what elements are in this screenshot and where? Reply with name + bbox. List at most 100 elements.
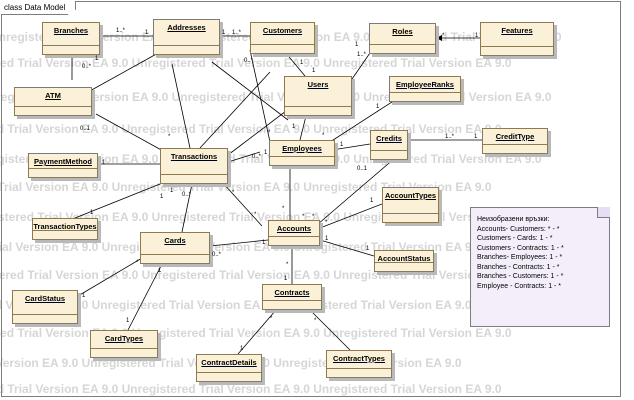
class-transactions[interactable]: Transactions (160, 148, 228, 184)
class-employeeranks[interactable]: EmployeeRanks (389, 76, 461, 102)
multiplicity-label: 0..1 (357, 166, 368, 172)
class-credits[interactable]: Credits (370, 130, 408, 160)
multiplicity-label: 1..* (232, 30, 242, 36)
class-label: AccountStatus (377, 254, 431, 263)
class-paymentmethod[interactable]: PaymentMethod (28, 153, 98, 178)
class-label: ContractDetails (201, 358, 257, 367)
multiplicity-label: * (325, 220, 328, 226)
note-line: Branches- Employees: 1 - * (477, 254, 563, 261)
class-label: Credits (376, 134, 402, 143)
diagram-frame-title: class Data Model (1, 1, 77, 15)
class-accountstatus[interactable]: AccountStatus (374, 250, 434, 272)
class-cardtypes[interactable]: CardTypes (90, 330, 158, 358)
link-accountstatus-accounts (319, 239, 375, 257)
multiplicity-label: * (270, 316, 273, 322)
class-addresses[interactable]: Addresses (153, 19, 220, 55)
class-label: AccountTypes (384, 191, 437, 200)
multiplicity-label: 0..* (212, 252, 222, 258)
multiplicity-label: 1 (90, 210, 94, 216)
multiplicity-label: 1 (376, 104, 380, 110)
multiplicity-label: 0..* (244, 58, 254, 64)
link-cards-cardstatus (77, 257, 143, 297)
link-customers-employees (249, 49, 271, 143)
link-credits-employees (331, 143, 371, 151)
multiplicity-label: 1..* (116, 28, 126, 34)
link-accounttypes-accounts (319, 203, 383, 229)
class-transactiontypes[interactable]: TransactionTypes (32, 218, 98, 240)
class-contractdetails[interactable]: ContractDetails (196, 354, 262, 382)
note-line: Customers - Cards: 1 - * (477, 235, 553, 242)
class-customers[interactable]: Customers (250, 22, 315, 54)
class-label: Features (501, 26, 533, 35)
class-accounts[interactable]: Accounts (268, 220, 320, 246)
multiplicity-label: 0..1 (80, 126, 91, 132)
multiplicity-label: 1 (475, 33, 479, 39)
note-line: Неизобразени връзки: (477, 216, 550, 223)
class-features[interactable]: Features (480, 22, 554, 56)
multiplicity-label: 1 (82, 293, 86, 299)
class-employees[interactable]: Employees (269, 140, 335, 166)
link-roles-users (349, 49, 373, 83)
link-cards-accounts (209, 239, 269, 247)
multiplicity-label: 1 (170, 188, 174, 194)
multiplicity-label: * (282, 206, 285, 212)
class-label: Addresses (167, 23, 206, 32)
class-label: CreditType (495, 132, 535, 141)
class-label: ContractTypes (333, 354, 385, 363)
multiplicity-label: * (268, 130, 271, 136)
class-accounttypes[interactable]: AccountTypes (382, 187, 439, 223)
link-credits-accounts (317, 157, 396, 225)
link-transactions-cards (181, 183, 193, 233)
multiplicity-label: 1 (160, 194, 164, 200)
note-unshown-relations: Неизобразени връзки: Accounts- Customers… (470, 207, 610, 327)
multiplicity-label: 1 (292, 124, 296, 130)
link-customers-users (284, 51, 306, 77)
class-branches[interactable]: Branches (42, 22, 100, 55)
class-users[interactable]: Users (284, 76, 352, 116)
multiplicity-label: 1 (340, 142, 344, 148)
multiplicity-label: 1 (262, 240, 266, 246)
link-employeeranks-employees (329, 99, 396, 143)
multiplicity-label: 1 (284, 276, 288, 282)
class-credittype[interactable]: CreditType (482, 128, 548, 154)
link-transactions-employees (227, 151, 261, 163)
class-label: EmployeeRanks (396, 80, 454, 89)
class-contracttypes[interactable]: ContractTypes (326, 350, 392, 378)
link-addresses-users (211, 61, 289, 121)
link-cards-cardtypes (127, 263, 163, 331)
link-addresses-atm (87, 51, 161, 93)
class-label: Users (307, 80, 329, 89)
class-cards[interactable]: Cards (140, 232, 210, 264)
multiplicity-label: 1 (240, 346, 244, 352)
multiplicity-label: 1 (102, 160, 106, 166)
multiplicity-label: * (254, 212, 257, 218)
note-line: Accounts- Customers: * - * (477, 225, 560, 233)
class-label: TransactionTypes (33, 222, 97, 231)
multiplicity-label: * (286, 262, 289, 268)
class-label: ATM (45, 91, 61, 100)
class-contracts[interactable]: Contracts (262, 284, 322, 310)
note-line: Branches - Customers: 1 - * (477, 273, 564, 280)
multiplicity-label: 1 (95, 56, 99, 62)
multiplicity-label: * (302, 214, 305, 220)
link-contracts-contracttypes (309, 309, 351, 351)
multiplicity-label: 1 (370, 198, 374, 204)
class-label: Accounts (276, 224, 312, 233)
multiplicity-label: 1 (312, 68, 316, 74)
class-cardstatus[interactable]: CardStatus (12, 290, 78, 324)
multiplicity-label: 1..* (357, 52, 367, 58)
multiplicity-label: * (322, 133, 325, 139)
multiplicity-label: * (168, 134, 171, 140)
multiplicity-label: 1 (222, 30, 226, 36)
class-label: Branches (53, 26, 89, 35)
multiplicity-label: * (136, 260, 139, 266)
class-roles[interactable]: Roles (369, 23, 436, 54)
class-label: Customers (262, 26, 303, 35)
class-atm[interactable]: ATM (14, 87, 92, 116)
link-atm-transactions (95, 113, 166, 153)
multiplicity-label: 1 (325, 236, 329, 242)
note-line: Branches - Contracts: 1 - * (477, 263, 560, 271)
link-contracts-contractdetails (237, 309, 277, 355)
